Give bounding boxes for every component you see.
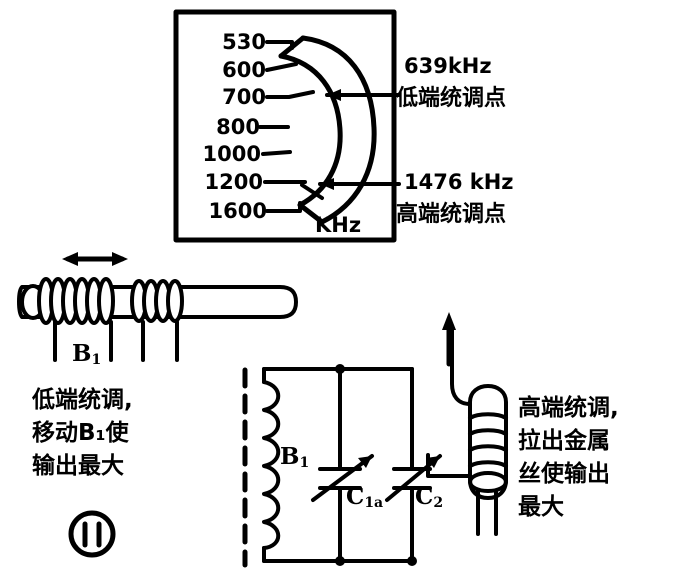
note-high-end-line3: 丝使输出 [518,461,610,487]
circuit-label-c2: C2 [415,483,444,511]
callout-frequency-high: 1476 kHz [404,170,514,194]
callout-arrow-low [325,89,401,101]
inductor-symbol [262,380,281,550]
scale-label-1000: 1000 [202,142,261,166]
callout-label-high: 高端统调点 [396,202,507,227]
callout-arrow-high [318,178,401,190]
scale-leader-lines [258,40,307,213]
tuned-circuit-schematic [242,364,442,568]
figure-marker-circle [68,510,116,558]
node-dot-top [335,364,345,374]
coil-lead-wires [53,320,179,362]
note-low-end-line2: 移动B₁使 [32,420,129,446]
coil-winding-main [37,277,115,325]
scale-label-600: 600 [222,58,266,82]
coil-winding-coupling [130,279,184,323]
scale-label-530: 530 [222,30,266,54]
node-dot-right-bottom [407,556,417,566]
dial-unit-label: KHz [315,213,362,237]
note-high-end-line1: 高端统调, [518,395,619,421]
callout-frequency-low: 639kHz [404,54,492,78]
note-high-end-line2: 拉出金属 [518,428,610,454]
callout-label-low: 低端统调点 [396,86,507,111]
capacitor-c1a-symbol [311,454,374,502]
scale-label-1600: 1600 [208,199,267,223]
tracking-tick-high [300,183,324,200]
note-low-end-line1: 低端统调, [32,387,133,413]
scale-label-1200: 1200 [204,170,263,194]
ferrite-rod-antenna [17,252,298,362]
tracking-tick-low [287,90,315,99]
pullout-trimmer-coil [426,312,508,536]
pull-up-arrow [442,312,456,367]
slide-arrow [62,252,128,266]
scale-label-700: 700 [222,85,266,109]
trimmer-coil-windings [468,412,508,493]
note-high-end-line4: 最大 [518,494,564,520]
note-low-end-line3: 输出最大 [32,453,124,479]
node-dot-bottom [335,556,345,566]
circuit-label-c1a: C1a [346,483,384,511]
ferrite-coil-label: B1 [72,340,102,368]
circuit-label-b1: B1 [280,443,310,471]
scale-label-800: 800 [216,115,260,139]
